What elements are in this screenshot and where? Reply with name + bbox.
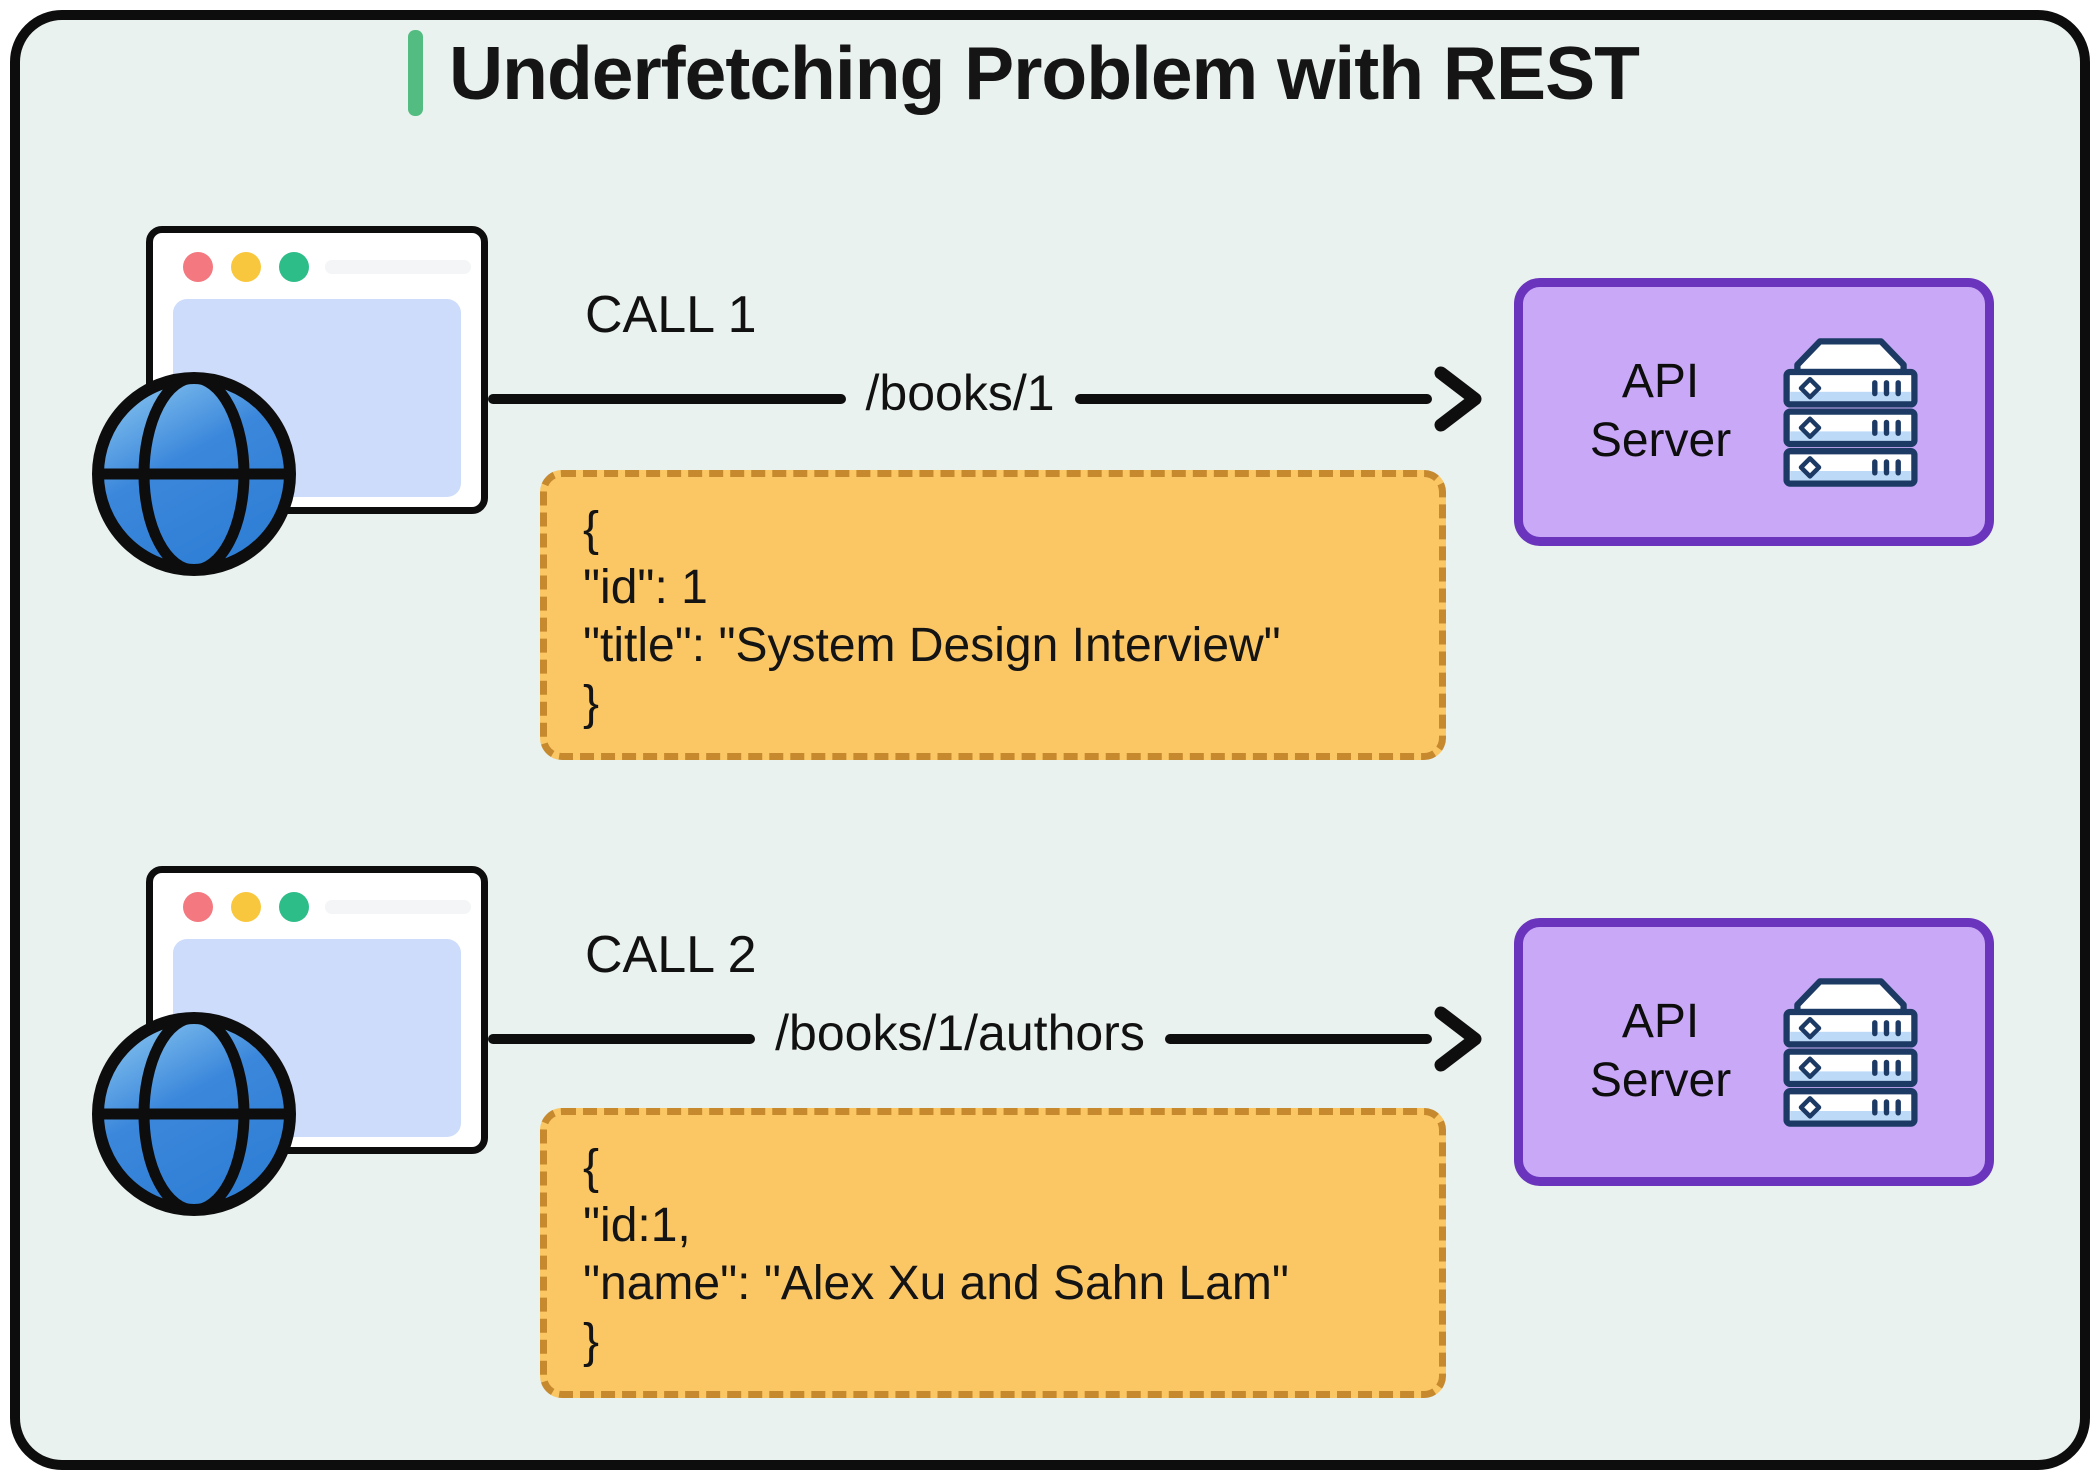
json-line: "id:1, [583,1199,691,1252]
response-box-1: { "id": 1 "title": "System Design Interv… [540,470,1446,760]
server-rack-icon [1783,337,1918,487]
api-server-label-line2: Server [1589,414,1732,467]
api-server-label: API Server [1590,353,1731,470]
json-line: } [583,1315,600,1368]
arrowhead-icon [1434,366,1482,432]
address-bar [325,900,471,914]
json-line: } [583,677,600,730]
endpoint-label-2: /books/1/authors [775,1005,1145,1061]
page-title: Underfetching Problem with REST [449,31,1640,115]
red-dot-icon [183,252,213,282]
globe-icon [88,1008,300,1220]
globe-icon [88,368,300,580]
arrow-line [488,1034,756,1044]
api-server-label: API Server [1590,993,1731,1110]
address-bar [325,260,471,274]
call-2-label: CALL 2 [585,926,757,984]
api-server-label-line2: Server [1589,1054,1732,1107]
yellow-dot-icon [231,892,261,922]
request-arrow-2: /books/1/authors [488,1005,1484,1072]
json-line: { [583,503,600,556]
api-server-box-1: API Server [1514,278,1994,546]
arrow-line [1074,394,1433,404]
json-line: "name": "Alex Xu and Sahn Lam" [583,1257,1289,1310]
json-line: "title": "System Design Interview" [583,619,1281,672]
call-1-label: CALL 1 [585,286,757,344]
yellow-dot-icon [231,252,261,282]
title-row: Underfetching Problem with REST [408,30,1640,116]
arrow-line [488,394,846,404]
json-line: "id": 1 [583,561,708,614]
api-server-label-line1: API [1621,995,1700,1049]
request-arrow-1: /books/1 [488,365,1484,432]
api-server-box-2: API Server [1514,918,1994,1186]
json-line: { [583,1141,600,1194]
server-rack-icon [1783,977,1918,1127]
api-server-label-line1: API [1621,355,1700,409]
endpoint-label-1: /books/1 [865,365,1055,421]
arrowhead-icon [1434,1006,1482,1072]
red-dot-icon [183,892,213,922]
green-dot-icon [279,892,309,922]
arrow-line [1164,1034,1432,1044]
response-box-2: { "id:1, "name": "Alex Xu and Sahn Lam" … [540,1108,1446,1398]
green-dot-icon [279,252,309,282]
title-accent-bar [408,30,423,116]
